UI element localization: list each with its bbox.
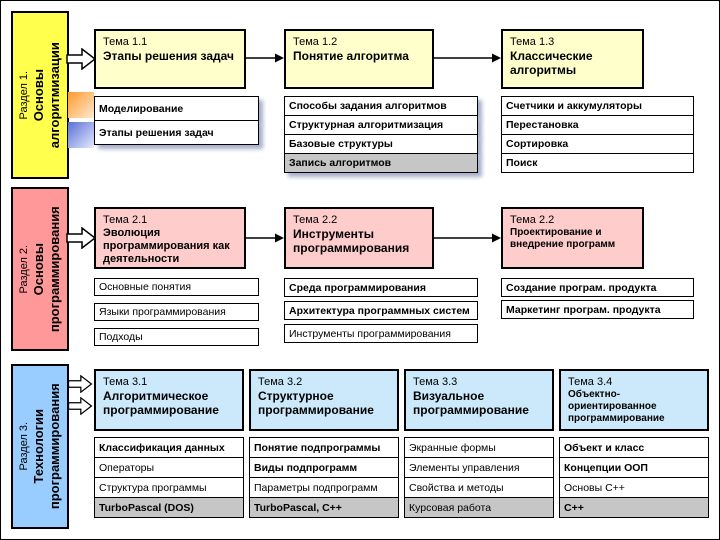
arrow-1-1-to-1-2-icon bbox=[246, 53, 284, 63]
list-item: Операторы bbox=[94, 457, 244, 478]
card-tema-1-1: Тема 1.1 Этапы решения задач bbox=[94, 29, 246, 89]
card-tema-3-1-label: Тема 3.1 bbox=[103, 376, 148, 388]
list-section1-col1: Моделирование Этапы решения задач bbox=[94, 96, 259, 145]
card-tema-2-2-title: Инструменты программирования bbox=[293, 227, 410, 256]
section2-banner-text: Раздел 2. Основы программирования bbox=[18, 206, 62, 332]
card-tema-3-1-title: Алгоритмическое программирование bbox=[103, 389, 219, 418]
section1-title-line2: алгоритмизации bbox=[46, 41, 62, 149]
list-item: Запись алгоритмов bbox=[284, 153, 478, 173]
section2-banner: Раздел 2. Основы программирования bbox=[11, 187, 69, 351]
list-section3-col1: Классификация данных Операторы Структура… bbox=[94, 437, 244, 518]
list-item: Создание програм. продукта bbox=[501, 278, 694, 297]
list-item: Языки программирования bbox=[94, 303, 259, 321]
list-section3-col2: Понятие подпрограммы Виды подпрограмм Па… bbox=[249, 437, 399, 518]
list-item: Структурная алгоритмизация bbox=[284, 115, 478, 135]
list-section2-col1: Основные понятия Языки программирования … bbox=[94, 278, 259, 346]
card-tema-1-2-title: Понятие алгоритма bbox=[293, 49, 409, 63]
list-item: Свойства и методы bbox=[404, 477, 554, 498]
card-tema-2-1-label: Тема 2.1 bbox=[103, 214, 148, 226]
section3-block-arrow-icon bbox=[67, 375, 93, 393]
card-tema-3-4: Тема 3.4 Объектно-ориентированное програ… bbox=[559, 369, 709, 431]
section3-label: Раздел 3. bbox=[17, 422, 30, 471]
section3-block-arrow2-icon bbox=[67, 397, 93, 415]
list-item: Элементы управления bbox=[404, 457, 554, 478]
section1-title-line1: Основы bbox=[31, 68, 47, 122]
list-section2-col3: Создание програм. продукта Маркетинг про… bbox=[501, 278, 694, 319]
arrow-1-2-to-1-3-icon bbox=[434, 53, 501, 63]
list-item: Структура программы bbox=[94, 477, 244, 498]
card-tema-2-3: Тема 2.2 Проектирование и внедрение прог… bbox=[501, 207, 644, 269]
list-item: Классификация данных bbox=[94, 437, 244, 458]
section1-label: Раздел 1. bbox=[17, 70, 30, 120]
card-tema-1-3-title: Классические алгоритмы bbox=[510, 49, 593, 78]
section3-title-line1: Технологии bbox=[31, 409, 46, 484]
list-section3-col4: Объект и класс Концепции ООП Основы C++ … bbox=[559, 437, 709, 518]
decor-strip-blue bbox=[68, 122, 94, 148]
list-item: Перестановка bbox=[501, 115, 694, 135]
list-item: C++ bbox=[559, 497, 709, 518]
section2-label: Раздел 2. bbox=[17, 244, 30, 294]
card-tema-2-1-title: Эволюция программирования как деятельнос… bbox=[103, 227, 230, 265]
card-tema-1-3-label: Тема 1.3 bbox=[510, 36, 555, 48]
list-item: Архитектура программных систем bbox=[284, 301, 478, 320]
section2-title-line1: Основы bbox=[31, 242, 46, 296]
card-tema-3-2: Тема 3.2 Структурное программирование bbox=[249, 369, 399, 431]
card-tema-1-2-label: Тема 1.2 bbox=[293, 36, 338, 48]
card-tema-3-4-label: Тема 3.4 bbox=[568, 376, 613, 388]
list-item: Маркетинг програм. продукта bbox=[501, 300, 694, 319]
card-tema-3-2-title: Структурное программирование bbox=[258, 389, 374, 418]
list-item: Объект и класс bbox=[559, 437, 709, 458]
list-item: Подходы bbox=[94, 328, 259, 346]
card-tema-2-2: Тема 2.2 Инструменты программирования bbox=[284, 207, 434, 269]
list-item: Среда программирования bbox=[284, 278, 478, 297]
list-item: Понятие подпрограммы bbox=[249, 437, 399, 458]
list-item: Этапы решения задач bbox=[94, 120, 259, 145]
card-tema-1-3: Тема 1.3 Классические алгоритмы bbox=[501, 29, 644, 89]
list-section1-col2: Способы задания алгоритмов Структурная а… bbox=[284, 96, 478, 173]
list-item: Инструменты программирования bbox=[284, 324, 478, 343]
decor-strip-orange bbox=[68, 92, 94, 118]
list-item: Способы задания алгоритмов bbox=[284, 96, 478, 116]
section3-banner-text: Раздел 3. Технологии программирования bbox=[18, 384, 62, 510]
section2-title-line2: программирования bbox=[46, 206, 62, 332]
list-item: Основы C++ bbox=[559, 477, 709, 498]
section1-banner-text: Раздел 1. Основы алгоритмизации bbox=[18, 42, 62, 148]
card-tema-3-4-title: Объектно-ориентированное программировани… bbox=[568, 389, 665, 424]
card-tema-2-3-label: Тема 2.2 bbox=[510, 214, 555, 226]
arrow-2-1-to-2-2-icon bbox=[246, 233, 284, 243]
arrow-2-2-to-2-3-icon bbox=[434, 233, 501, 243]
list-section2-col2: Среда программирования Архитектура прогр… bbox=[284, 278, 478, 343]
card-tema-3-2-label: Тема 3.2 bbox=[258, 376, 303, 388]
card-tema-1-1-title: Этапы решения задач bbox=[103, 49, 234, 63]
card-tema-1-1-label: Тема 1.1 bbox=[103, 36, 148, 48]
list-item: Сортировка bbox=[501, 134, 694, 154]
list-item: TurboPascal (DOS) bbox=[94, 497, 244, 518]
list-item: Базовые структуры bbox=[284, 134, 478, 154]
card-tema-3-1: Тема 3.1 Алгоритмическое программировани… bbox=[94, 369, 244, 431]
list-section3-col3: Экранные формы Элементы управления Свойс… bbox=[404, 437, 554, 518]
card-tema-3-3-title: Визуальное программирование bbox=[413, 389, 529, 418]
section3-title-line2: программирования bbox=[46, 383, 62, 510]
list-item: Поиск bbox=[501, 153, 694, 173]
card-tema-1-2: Тема 1.2 Понятие алгоритма bbox=[284, 29, 434, 89]
list-item: Экранные формы bbox=[404, 437, 554, 458]
list-section1-col3: Счетчики и аккумуляторы Перестановка Сор… bbox=[501, 96, 694, 173]
card-tema-2-2-label: Тема 2.2 bbox=[293, 214, 338, 226]
list-item: Концепции ООП bbox=[559, 457, 709, 478]
card-tema-2-1: Тема 2.1 Эволюция программирования как д… bbox=[94, 207, 246, 269]
list-item: Счетчики и аккумуляторы bbox=[501, 96, 694, 116]
list-item: Курсовая работа bbox=[404, 497, 554, 518]
card-tema-2-3-title: Проектирование и внедрение программ bbox=[510, 227, 616, 250]
list-item: TurboPascal, C++ bbox=[249, 497, 399, 518]
section1-banner: Раздел 1. Основы алгоритмизации bbox=[11, 11, 69, 179]
list-item: Параметры подпрограмм bbox=[249, 477, 399, 498]
section3-banner: Раздел 3. Технологии программирования bbox=[11, 364, 69, 529]
list-item: Виды подпрограмм bbox=[249, 457, 399, 478]
list-item: Основные понятия bbox=[94, 278, 259, 296]
section1-block-arrow-icon bbox=[66, 48, 96, 70]
card-tema-3-3: Тема 3.3 Визуальное программирование bbox=[404, 369, 554, 431]
card-tema-3-3-label: Тема 3.3 bbox=[413, 376, 458, 388]
list-item: Моделирование bbox=[94, 96, 259, 121]
section2-block-arrow-icon bbox=[66, 227, 96, 249]
